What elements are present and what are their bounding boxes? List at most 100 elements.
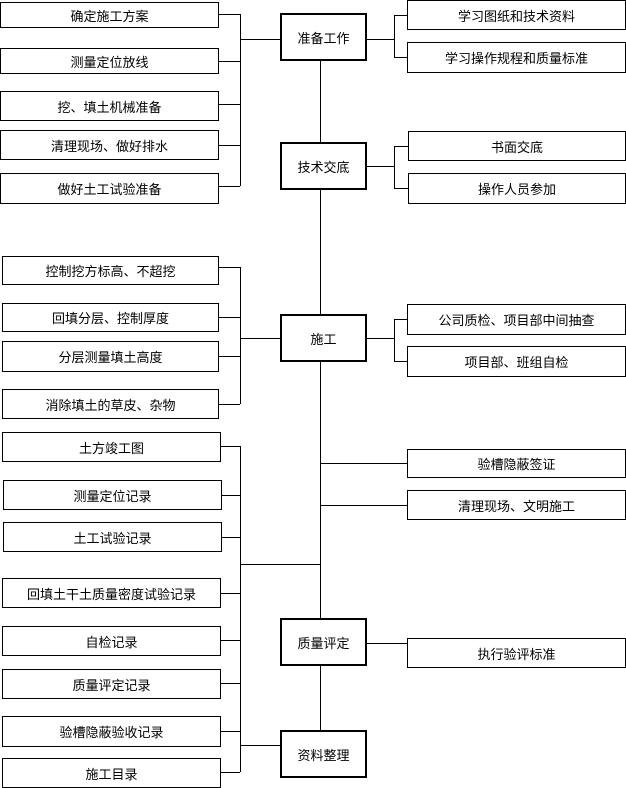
- step-quality-assessment: 质量评定: [280, 618, 367, 666]
- tech-item: 书面交底: [408, 131, 626, 161]
- construction-item-label: 消除填土的草皮、杂物: [45, 398, 176, 414]
- prep-right-stub: [394, 57, 407, 58]
- inspection-item-label: 公司质检、项目部中间抽查: [438, 314, 595, 329]
- step-label: 准备工作: [297, 31, 350, 47]
- tech-item: 操作人员参加: [408, 173, 626, 204]
- spine-right-item-label: 验槽隐蔽签证: [477, 458, 556, 473]
- step-construction: 施工: [280, 314, 367, 362]
- record-item-label: 验槽隐蔽验收记录: [59, 726, 164, 741]
- prep-study-label: 学习操作规程和质量标准: [444, 52, 588, 67]
- prep-left-stub: [218, 145, 240, 146]
- step-label: 质量评定: [297, 636, 350, 652]
- construction-right-stub: [394, 319, 407, 320]
- construction-item-label: 分层测量填土高度: [58, 351, 163, 366]
- record-item-label: 回填土干土质量密度试验记录: [26, 587, 196, 603]
- tech-right-stub: [394, 188, 408, 189]
- construction-right-bracket: [394, 319, 395, 361]
- quality-right-connector: [366, 643, 407, 644]
- record-item-label: 土工试验记录: [73, 531, 152, 547]
- records-left-stub: [222, 537, 240, 538]
- prep-left-connector: [240, 39, 280, 40]
- prep-left-stub: [218, 104, 240, 105]
- spine-right-item: 验槽隐蔽签证: [407, 449, 626, 478]
- tech-right-bracket: [394, 146, 395, 188]
- record-item-label: 自检记录: [85, 635, 138, 651]
- prep-left-bracket: [240, 14, 241, 186]
- step-label: 技术交底: [297, 160, 350, 176]
- construction-left-connector: [240, 338, 280, 339]
- quality-standard-item: 执行验评标准: [407, 638, 626, 668]
- prep-item-label: 做好土工试验准备: [57, 183, 162, 198]
- step-document-arrangement: 资料整理: [280, 730, 367, 778]
- records-to-archive-connector: [240, 745, 280, 746]
- construction-item-label: 控制挖方标高、不超挖: [45, 265, 176, 280]
- records-left-bracket: [240, 446, 241, 772]
- tech-item-label: 操作人员参加: [477, 183, 556, 198]
- record-item: 施工目录: [2, 758, 221, 788]
- record-item: 回填土干土质量密度试验记录: [2, 578, 221, 608]
- construction-right-connector: [366, 338, 394, 339]
- construction-item: 分层测量填土高度: [2, 341, 219, 372]
- spine-right-branch: [320, 463, 407, 464]
- prep-right-bracket: [394, 15, 395, 57]
- quality-standard-label: 执行验评标准: [477, 647, 556, 663]
- record-item-label: 土方竣工图: [78, 441, 144, 457]
- records-left-stub: [220, 640, 240, 641]
- prep-left-stub: [218, 61, 240, 62]
- construction-item: 消除填土的草皮、杂物: [2, 389, 219, 419]
- spine-line: [320, 60, 321, 730]
- record-item-label: 施工目录: [85, 767, 138, 783]
- inspection-item-label: 项目部、班组自检: [464, 356, 569, 371]
- spine-right-item-label: 清理现场、文明施工: [457, 499, 575, 515]
- records-left-stub: [220, 772, 240, 773]
- inspection-item: 项目部、班组自检: [407, 346, 626, 377]
- construction-item: 回填分层、控制厚度: [2, 303, 219, 332]
- tech-right-stub: [394, 146, 408, 147]
- spine-right-branch: [320, 505, 407, 506]
- records-to-spine-connector: [240, 564, 320, 565]
- prep-item: 挖、填土机械准备: [0, 91, 219, 121]
- records-left-stub: [220, 731, 240, 732]
- construction-item-label: 回填分层、控制厚度: [51, 312, 169, 327]
- prep-item-label: 清理现场、做好排水: [50, 139, 168, 155]
- prep-study-item: 学习操作规程和质量标准: [407, 42, 626, 73]
- prep-right-connector: [366, 39, 394, 40]
- prep-left-stub: [218, 186, 240, 187]
- records-left-stub: [222, 495, 240, 496]
- construction-left-stub: [218, 267, 240, 268]
- prep-item: 测量定位放线: [0, 48, 219, 74]
- record-item-label: 质量评定记录: [72, 678, 151, 694]
- prep-item-label: 挖、填土机械准备: [57, 100, 162, 116]
- tech-item-label: 书面交底: [490, 140, 543, 156]
- record-item: 土工试验记录: [3, 522, 222, 552]
- prep-item: 做好土工试验准备: [0, 173, 219, 204]
- step-preparation: 准备工作: [280, 13, 367, 61]
- prep-study-label: 学习图纸和技术资料: [457, 9, 575, 25]
- records-left-stub: [220, 446, 240, 447]
- prep-study-item: 学习图纸和技术资料: [407, 0, 626, 30]
- tech-right-connector: [366, 166, 394, 167]
- construction-item: 控制挖方标高、不超挖: [2, 256, 219, 285]
- construction-left-stub: [218, 317, 240, 318]
- record-item: 测量定位记录: [3, 480, 222, 510]
- spine-right-item: 清理现场、文明施工: [407, 490, 626, 520]
- prep-right-stub: [394, 15, 407, 16]
- prep-item: 确定施工方案: [0, 2, 219, 28]
- records-left-stub: [220, 593, 240, 594]
- record-item: 质量评定记录: [2, 669, 221, 699]
- construction-left-stub: [218, 356, 240, 357]
- record-item-label: 测量定位记录: [73, 489, 152, 505]
- records-left-stub: [220, 683, 240, 684]
- record-item: 土方竣工图: [2, 432, 221, 462]
- record-item: 自检记录: [2, 626, 221, 656]
- construction-left-bracket: [240, 267, 241, 404]
- step-technical-briefing: 技术交底: [280, 142, 367, 190]
- record-item: 验槽隐蔽验收记录: [2, 716, 221, 747]
- step-label: 施工: [310, 332, 337, 348]
- prep-item-label: 确定施工方案: [70, 9, 149, 25]
- prep-left-stub: [218, 14, 240, 15]
- prep-item-label: 测量定位放线: [70, 55, 149, 71]
- prep-item: 清理现场、做好排水: [0, 130, 219, 160]
- inspection-item: 公司质检、项目部中间抽查: [407, 304, 626, 335]
- construction-left-stub: [218, 404, 240, 405]
